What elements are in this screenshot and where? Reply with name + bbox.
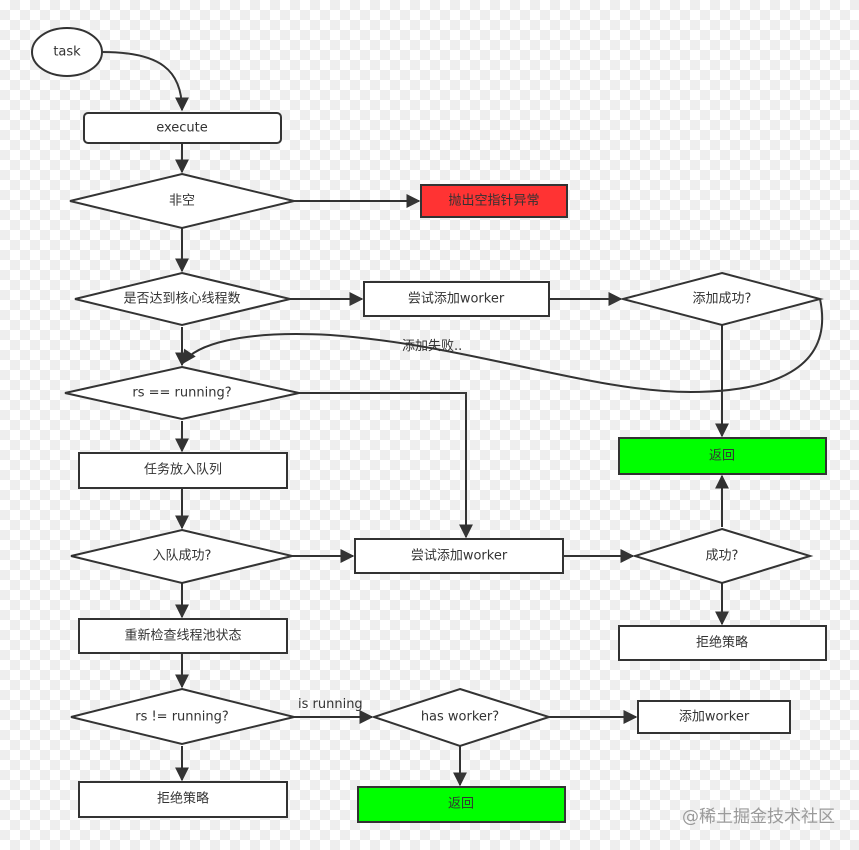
node-throw-npe-label: 抛出空指针异常 [448, 194, 539, 209]
node-rs-running-label: rs == running? [132, 386, 231, 401]
node-try-add-worker-2-label: 尝试添加worker [411, 549, 508, 564]
node-not-null: 非空 [69, 172, 295, 230]
node-reach-core: 是否达到核心线程数 [74, 271, 291, 327]
node-reject-2-label: 拒绝策略 [157, 791, 209, 807]
node-reject-2: 拒绝策略 [78, 781, 288, 818]
node-return-1: 返回 [618, 437, 827, 475]
node-add-worker-label: 添加worker [679, 710, 750, 725]
edge-task-to-execute [101, 51, 189, 112]
node-reject-1: 拒绝策略 [618, 625, 827, 661]
node-return-2: 返回 [357, 786, 566, 823]
node-rs-running: rs == running? [64, 365, 300, 421]
node-try-add-worker-2: 尝试添加worker [354, 538, 564, 574]
node-add-success: 添加成功? [619, 271, 824, 327]
node-reach-core-label: 是否达到核心线程数 [123, 292, 240, 307]
node-success-label: 成功? [706, 549, 739, 564]
node-enqueue-task-label: 任务放入队列 [144, 462, 222, 478]
node-not-null-label: 非空 [169, 194, 195, 209]
node-rs-not-running: rs != running? [70, 687, 295, 746]
node-recheck-state-label: 重新检查线程池状态 [124, 628, 241, 644]
node-try-add-worker-1: 尝试添加worker [363, 281, 550, 317]
edges [101, 51, 823, 787]
node-has-worker: has worker? [370, 687, 553, 748]
node-enqueue-task: 任务放入队列 [78, 452, 288, 489]
node-has-worker-label: has worker? [421, 710, 499, 725]
edge-rs-running-to-try-add-2 [299, 392, 473, 539]
watermark: @稀土掘金技术社区 [682, 807, 835, 827]
node-execute: execute [83, 112, 282, 144]
edge-add-failed-loop [182, 298, 823, 394]
node-task-label: task [53, 45, 81, 60]
node-return-2-label: 返回 [448, 797, 474, 812]
node-throw-npe: 抛出空指针异常 [420, 184, 568, 218]
node-add-success-label: 添加成功? [693, 292, 752, 307]
node-enqueue-success-label: 入队成功? [153, 549, 212, 564]
node-enqueue-success: 入队成功? [70, 528, 293, 585]
node-task: task [31, 27, 103, 77]
node-add-worker: 添加worker [637, 700, 791, 734]
edge-label-add-failed: 添加失败.. [402, 339, 462, 354]
node-rs-not-running-label: rs != running? [135, 710, 229, 725]
node-success: 成功? [631, 527, 814, 585]
edge-label-is-running: is running [298, 697, 363, 712]
node-execute-label: execute [156, 121, 208, 136]
node-reject-1-label: 拒绝策略 [696, 635, 748, 651]
node-try-add-worker-1-label: 尝试添加worker [408, 292, 505, 307]
node-return-1-label: 返回 [709, 449, 735, 464]
node-recheck-state: 重新检查线程池状态 [78, 618, 288, 654]
